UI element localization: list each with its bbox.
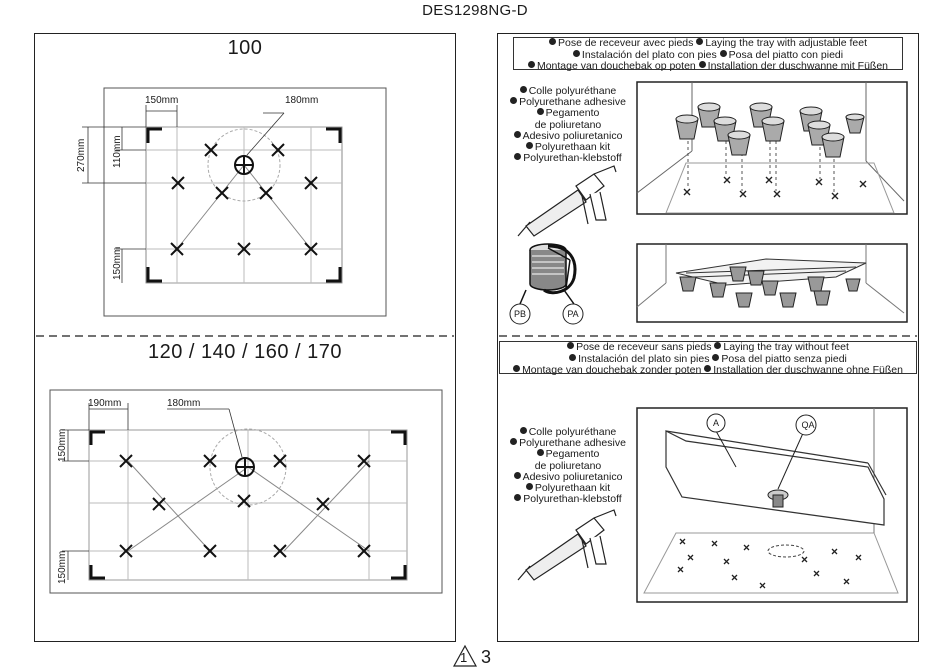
adhesive-nl: Polyurethaan kit [534,482,611,495]
dim-270mm-vertical: 270mm [76,138,87,172]
warning-triangle-icon [452,644,478,667]
pb-label: PB [513,309,526,319]
adhesive-it: Adesivo poliuretanico [522,129,623,142]
title-it: Posa del piatto senza piedi [721,352,847,365]
pa-callout [562,303,584,325]
a-label: A [712,418,719,428]
title-nl: Montage van douchebak op poten [536,60,696,72]
dim-180mm-hole: 180mm [285,95,319,106]
pa-label: PA [567,309,579,319]
title-row-3: Montage van douchebak zonder poten Insta… [500,364,916,377]
dim-150mm-vertical: 150mm [112,246,123,280]
glue-gun-illustration [517,165,617,237]
tray-without-feet-scene [636,407,908,603]
title-it: Posa del piatto con piedi [728,48,844,61]
adjustable-foot-illustration [509,243,584,325]
title-es: Instalación del plato sin pies [578,352,710,365]
title-fr: Pose de receveur sans pieds [576,341,712,353]
dim-150mm-vertical-top: 150mm [57,428,68,462]
adhesive-fr: Colle polyuréthane [528,85,617,97]
title-fr: Pose de receveur avec pieds [557,37,694,49]
title-de: Installation der duschwanne ohne Füßen [713,364,903,376]
dim-150mm-horizontal: 150mm [145,95,179,106]
dim-180mm-hole: 180mm [167,398,201,409]
adhesive-es: Pegamento [545,448,600,461]
page-number: 3 [481,647,492,667]
adhesive-list-top: Colle polyuréthane Polyurethane adhesive… [503,85,633,165]
document-code: DES1298NG-D [422,2,528,19]
glue-point-markers [170,143,318,256]
title-en: Laying the tray with adjustable feet [705,37,868,49]
qa-callout [795,414,817,436]
adhesive-de: Polyurethan-klebstoff [523,152,622,165]
title-nl: Montage van douchebak zonder poten [522,364,702,376]
tray-outline-100 [103,87,387,317]
adhesive-nl: Polyurethaan kit [534,141,611,154]
adhesive-es-cont: de poliuretano [534,459,602,472]
layout-plan-120-170 [49,389,443,594]
adhesive-en: Polyurethane adhesive [519,437,626,450]
a-callout [706,413,726,433]
title-row-1: Pose de receveur avec pieds Laying the t… [514,37,902,50]
dim-190mm-horizontal: 190mm [88,398,122,409]
model-label-100: 100 [227,37,263,59]
glue-point-markers [119,454,371,558]
title-row-1: Pose de receveur sans pieds Laying the t… [500,341,916,354]
left-separator [36,335,454,337]
model-label-120-170: 120 / 140 / 160 / 170 [148,341,342,363]
right-panel [497,33,919,642]
right-separator [499,335,917,337]
title-row-2: Instalación del plato sin pies Posa del … [500,352,916,366]
title-de: Installation der duschwanne mit Füßen [707,60,889,72]
feet-placement-scene [636,81,908,215]
without-feet-title-box: Pose de receveur sans pieds Laying the t… [499,341,917,377]
adhesive-fr: Colle polyuréthane [528,426,617,438]
title-row-2: Instalación del plato con pies Posa del … [514,48,902,62]
adhesive-en: Polyurethane adhesive [519,96,626,109]
dim-150mm-vertical-bottom: 150mm [57,550,68,584]
title-en: Laying the tray without feet [723,341,849,353]
adhesive-list-bottom: Colle polyuréthane Polyurethane adhesive… [503,426,633,506]
title-row-3: Montage van douchebak op poten Installat… [514,60,902,73]
drain-icon [234,155,254,175]
pb-callout [509,303,531,325]
tray-on-feet-scene [636,243,908,323]
drain-icon [235,457,255,477]
adhesive-es-cont: de poliuretano [534,118,602,131]
drain-fitting [767,430,805,508]
adhesive-de: Polyurethan-klebstoff [523,493,622,506]
feet-group [675,102,865,158]
tray-outline-120-170 [49,389,443,594]
warning-number: 1 [460,650,468,665]
glue-gun-illustration [517,509,617,581]
title-es: Instalación del plato con pies [581,48,717,61]
adhesive-it: Adesivo poliuretanico [522,470,623,483]
qa-label: QA [801,420,815,430]
left-panel [34,33,456,642]
adhesive-es: Pegamento [545,107,600,120]
dim-110mm-vertical: 110mm [112,135,123,168]
with-feet-title-box: Pose de receveur avec pieds Laying the t… [513,37,903,73]
layout-plan-100 [82,87,387,317]
